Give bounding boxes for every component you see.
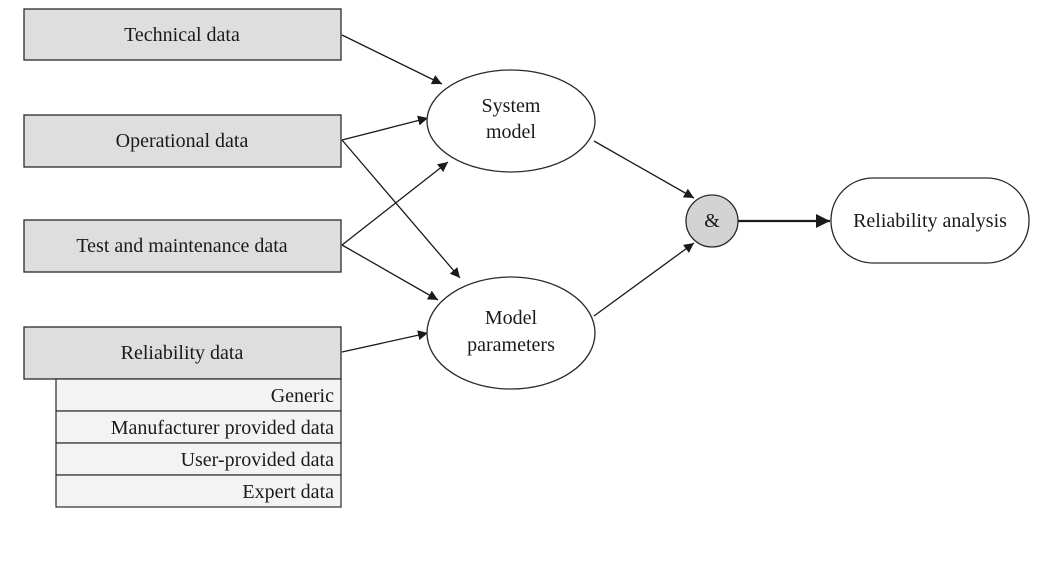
edge-system-model-to-and [593, 140, 695, 199]
reliability-source-list: Generic Manufacturer provided data User-… [55, 378, 342, 508]
node-system-model: System model [426, 69, 596, 173]
node-reliability-analysis: Reliability analysis [830, 177, 1030, 264]
input-operational-data-label: Operational data [116, 130, 249, 152]
edge-model-parameters-to-and [593, 242, 695, 317]
input-operational-data: Operational data [23, 114, 342, 168]
system-model-label-line2: model [486, 121, 536, 143]
edge-operational-to-model-parameters [341, 139, 461, 279]
model-parameters-label-line2: parameters [467, 334, 555, 356]
edge-technical-to-system-model [341, 34, 443, 85]
input-technical-data-label: Technical data [124, 24, 240, 46]
input-technical-data: Technical data [23, 8, 342, 61]
reliability-analysis-label: Reliability analysis [853, 210, 1007, 232]
input-test-maintenance-data: Test and maintenance data [23, 219, 342, 273]
edges [341, 34, 830, 353]
edge-test-to-system-model [341, 161, 449, 246]
node-model-parameters: Model parameters [426, 276, 596, 390]
source-generic-label: Generic [271, 385, 334, 407]
source-expert-label: Expert data [242, 481, 334, 503]
source-user-label: User-provided data [181, 449, 335, 471]
input-reliability-data-label: Reliability data [121, 342, 244, 364]
node-and-gate: & [685, 194, 739, 248]
edge-test-to-model-parameters [341, 244, 439, 301]
source-row-manufacturer [55, 410, 342, 444]
and-gate-label: & [704, 210, 720, 232]
source-row-expert [55, 474, 342, 508]
input-test-maintenance-data-label: Test and maintenance data [76, 235, 287, 257]
edge-reliability-to-model-parameters [341, 330, 429, 353]
system-model-label-line1: System [482, 95, 541, 117]
edge-operational-to-system-model [341, 115, 429, 141]
source-row-user [55, 442, 342, 476]
source-manufacturer-label: Manufacturer provided data [111, 417, 334, 439]
input-reliability-data: Reliability data [23, 326, 342, 380]
model-parameters-label-line1: Model [485, 307, 538, 329]
source-row-generic [55, 378, 342, 412]
